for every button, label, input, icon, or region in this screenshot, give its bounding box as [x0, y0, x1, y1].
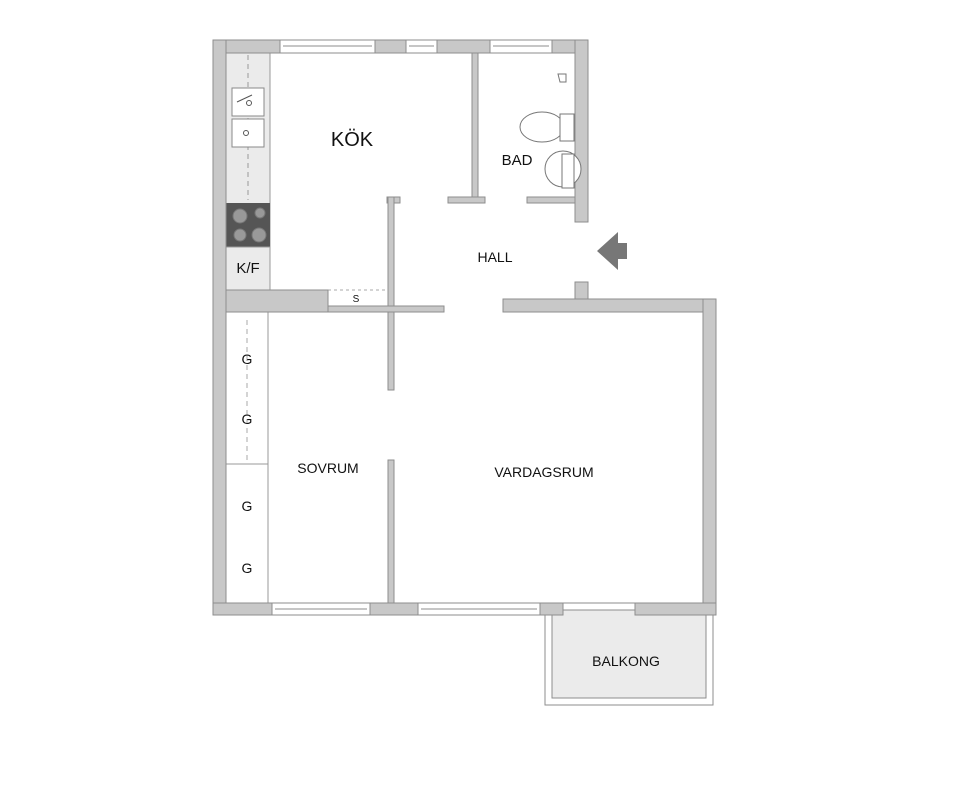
wardrobe-label: G	[242, 560, 253, 576]
windows	[271, 39, 553, 616]
room-label-bedroom: SOVRUM	[297, 460, 358, 476]
shower-icon	[557, 73, 567, 83]
room-label-balcony: BALKONG	[592, 653, 660, 669]
stove-icon	[226, 203, 270, 247]
balcony	[544, 602, 714, 706]
entrance-arrow-icon	[597, 232, 627, 270]
room-label-kitchen: KÖK	[331, 129, 374, 151]
wardrobe-label: G	[242, 411, 253, 427]
wardrobe-label: G	[242, 351, 253, 367]
washbasin-icon	[544, 150, 582, 189]
storage-label: S	[353, 294, 360, 305]
wardrobe-label: G	[242, 498, 253, 514]
room-label-hall: HALL	[477, 249, 512, 265]
kitchen-sink-icon	[231, 87, 265, 148]
fridge-freezer-label: K/F	[236, 260, 259, 277]
room-label-bathroom: BAD	[502, 152, 533, 169]
room-label-living-room: VARDAGSRUM	[494, 464, 593, 480]
walls	[212, 39, 717, 616]
toilet-icon	[519, 111, 575, 143]
